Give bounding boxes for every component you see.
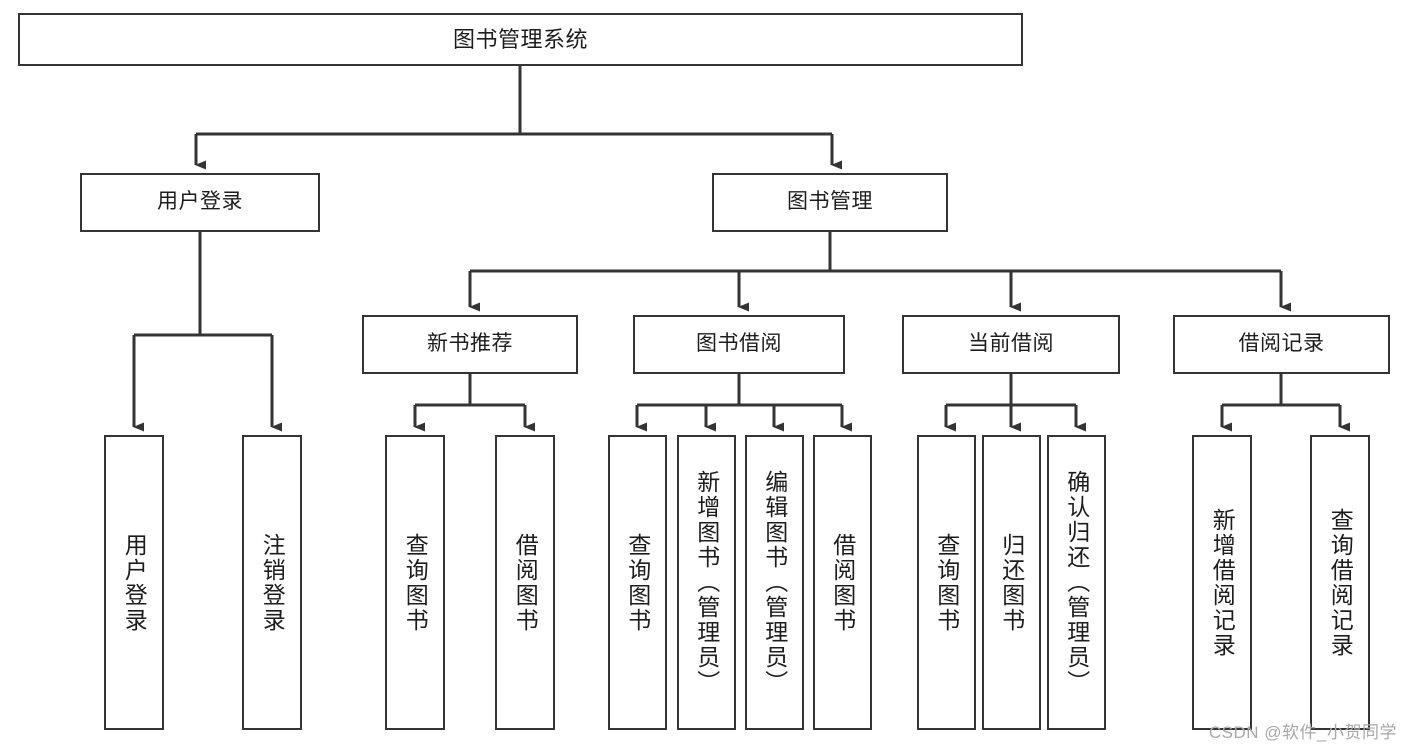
leaf-user-login-logout[interactable]: 注销登录 — [242, 435, 302, 730]
leaf-current-borrow-return-book[interactable]: 归还图书 — [982, 435, 1041, 730]
node-label: 用户登录 — [157, 190, 243, 214]
leaf-new-book-borrow-book[interactable]: 借阅图书 — [495, 435, 555, 730]
node-label: 借阅图书 — [512, 532, 539, 633]
node-root-book-management-system[interactable]: 图书管理系统 — [18, 13, 1023, 66]
node-new-book-recommend[interactable]: 新书推荐 — [362, 315, 578, 374]
node-label: 查询图书 — [624, 532, 651, 633]
csdn-watermark: CSDN @软件_小贺同学 — [1208, 723, 1397, 742]
node-book-management[interactable]: 图书管理 — [712, 173, 948, 232]
node-label: 新增图书（管理员） — [693, 470, 720, 695]
node-label: 借阅图书 — [829, 532, 856, 633]
leaf-current-borrow-query-book[interactable]: 查询图书 — [917, 435, 976, 730]
node-label: 查询图书 — [933, 532, 960, 633]
node-label: 编辑图书（管理员） — [761, 470, 788, 695]
leaf-book-borrow-edit-book-admin[interactable]: 编辑图书（管理员） — [745, 435, 804, 730]
leaf-book-borrow-borrow-book[interactable]: 借阅图书 — [813, 435, 872, 730]
node-label: 图书管理系统 — [452, 26, 588, 52]
node-current-borrow[interactable]: 当前借阅 — [902, 315, 1120, 374]
leaf-book-borrow-add-book-admin[interactable]: 新增图书（管理员） — [677, 435, 736, 730]
node-label: 归还图书 — [998, 532, 1025, 633]
leaf-borrow-record-add-record[interactable]: 新增借阅记录 — [1192, 435, 1252, 730]
node-user-login[interactable]: 用户登录 — [80, 173, 320, 232]
leaf-current-borrow-confirm-return-admin[interactable]: 确认归还（管理员） — [1047, 435, 1106, 730]
node-label: 确认归还（管理员） — [1063, 470, 1090, 695]
node-label: 图书借阅 — [696, 332, 782, 356]
node-label: 新书推荐 — [427, 332, 513, 356]
node-label: 注销登录 — [259, 532, 286, 633]
node-label: 查询借阅记录 — [1327, 507, 1354, 658]
node-label: 借阅记录 — [1238, 332, 1325, 356]
node-book-borrow[interactable]: 图书借阅 — [633, 315, 845, 374]
leaf-borrow-record-query-record[interactable]: 查询借阅记录 — [1310, 435, 1370, 730]
leaf-book-borrow-query-book[interactable]: 查询图书 — [608, 435, 667, 730]
node-label: 新增借阅记录 — [1209, 507, 1236, 658]
node-borrow-record[interactable]: 借阅记录 — [1173, 315, 1390, 374]
node-label: 图书管理 — [787, 190, 873, 214]
node-label: 当前借阅 — [968, 332, 1054, 356]
node-label: 用户登录 — [121, 532, 148, 633]
leaf-user-login-login[interactable]: 用户登录 — [104, 435, 164, 730]
node-label: 查询图书 — [402, 532, 429, 633]
leaf-new-book-query-book[interactable]: 查询图书 — [385, 435, 445, 730]
